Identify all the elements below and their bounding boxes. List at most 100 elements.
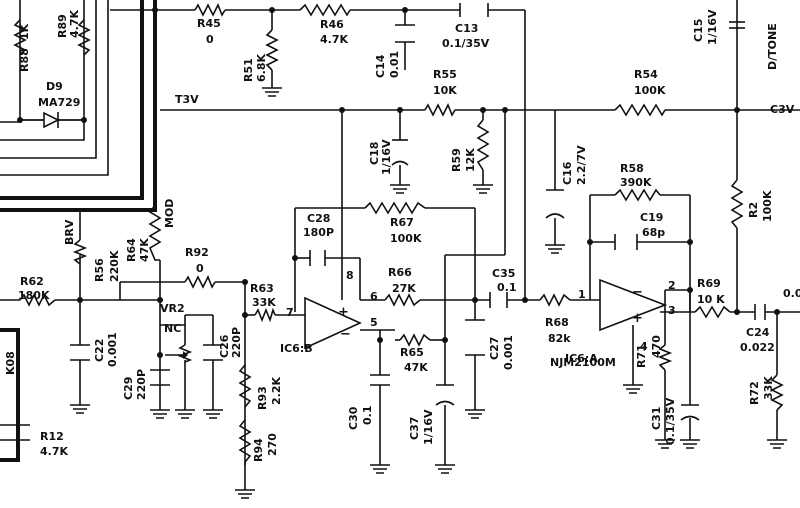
label-r58: R58 [620,162,644,175]
label-r63-value: 33K [252,296,276,309]
resistor-r65 [399,333,431,347]
label-r69-value: 10 K [697,293,725,306]
label-c31-value: 0.1/35V [664,397,677,445]
resistor-r93 [238,364,252,408]
label-c14: C14 [374,54,387,78]
resistor-r2 [730,179,744,229]
resistor-r58 [614,188,661,202]
label-r62-value: 180K [18,289,50,302]
label-c37: C37 [408,417,421,440]
resistor-r54 [614,103,666,117]
label-r46: R46 [320,18,344,31]
label-r72: R72 [748,381,761,405]
resistors [13,3,784,463]
label-nc: NC [164,322,181,335]
label-c35-value: 0.1 [497,281,517,294]
label-c16: C16 [561,161,574,185]
label-r67-value: 100K [390,232,422,245]
label-t3v: T3V [175,93,199,106]
label-r12: R12 [40,430,64,443]
label-r93-value: 2.2K [270,377,283,405]
label-d9: D9 [46,80,63,93]
label-pin4: 4 [640,340,648,353]
label-r94-value: 270 [266,433,279,456]
label-r65: R65 [400,346,424,359]
label-edge-right: 0.0 [783,287,800,300]
resistor-r88 [13,19,27,56]
label-c13-value: 0.1/35V [442,37,490,50]
label-c35: C35 [492,267,515,280]
label-r88-value: 1K [18,23,31,40]
label-pin5: 5 [370,316,378,329]
label-r55-value: 10K [433,84,457,97]
label-ic6a: IC6:A [565,352,598,365]
label-r89-value: 4.7K [68,10,81,38]
label-r55: R55 [433,68,457,81]
label-r68: R68 [545,316,569,329]
label-c29: C29 [122,377,135,400]
label-d9-value: MA729 [38,96,80,109]
opamp-ic6b [304,296,362,350]
label-c24-value: 0.022 [740,341,775,354]
label-r56-value: 220K [108,250,121,282]
label-r56: R56 [93,258,106,282]
label-c28-value: 180P [303,226,334,239]
label-r64-value: 47K [138,238,151,262]
label-r45: R45 [197,17,221,30]
resistor-r89 [77,19,91,56]
svg-text:+: + [338,305,349,320]
label-pin2: 2 [668,279,676,292]
resistor-r69 [694,305,731,319]
label-c19: C19 [640,211,663,224]
resistor-r55 [424,103,456,117]
resistor-r66 [384,293,421,307]
potentiometer-vr2 [165,344,193,363]
label-r92-value: 0 [196,262,204,275]
label-r63: R63 [250,282,274,295]
label-r54-value: 100K [634,84,666,97]
label-c27: C27 [488,337,501,360]
svg-text:−: − [632,285,643,300]
label-r59: R59 [450,148,463,172]
label-r94: R94 [252,438,265,462]
resistor-r51 [265,29,279,71]
resistor-r67 [364,201,426,215]
label-c19-value: 68p [642,226,665,239]
label-c22: C22 [93,339,106,362]
resistor-r59 [476,119,490,171]
label-r69: R69 [697,277,721,290]
label-c22-value: 0.001 [106,332,119,367]
label-vr2: VR2 [160,302,185,315]
label-pin8: 8 [346,269,354,282]
label-pin7: 7 [286,306,294,319]
opamp-ic6a [599,278,668,332]
label-c18-value: 1/16V [380,139,393,175]
resistor-r72 [770,374,784,411]
label-r68-value: 82k [548,332,571,345]
label-r92: R92 [185,246,209,259]
label-c15-value: 1/16V [706,9,719,45]
label-c37-value: 1/16V [422,409,435,445]
resistor-r68 [539,293,571,307]
resistor-r92 [184,275,216,289]
resistor-r46 [299,3,351,17]
label-r71: R71 [635,344,648,368]
label-r71-value: 470 [650,335,663,358]
label-c26: C26 [218,334,231,358]
label-r62: R62 [20,275,44,288]
label-c29-value: 220P [135,369,148,400]
label-pin1: 1 [578,288,586,301]
diode-d9 [20,111,84,129]
label-r45-value: 0 [206,33,214,46]
label-r93: R93 [256,386,269,410]
label-c30-value: 0.1 [361,406,374,426]
grounds [70,87,787,499]
capacitors [70,3,766,440]
label-c26-value: 220P [230,327,243,358]
label-r72-value: 33K [762,376,775,400]
label-c13: C13 [455,22,478,35]
svg-text:−: − [340,327,351,342]
label-c3v: C3V [770,103,795,116]
label-brv: BRV [63,219,76,245]
